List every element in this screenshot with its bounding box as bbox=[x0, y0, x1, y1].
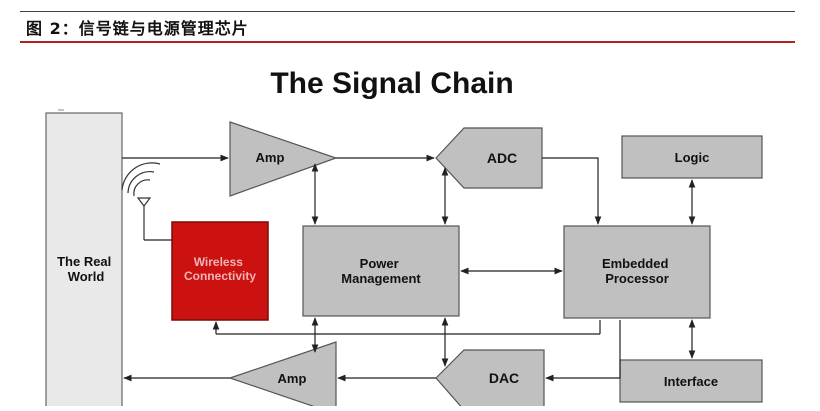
signal-chain-svg: The Signal Chain The Real World Wireless… bbox=[45, 67, 763, 411]
connectors bbox=[122, 154, 696, 382]
svg-text:The Real World: The Real World bbox=[57, 254, 115, 284]
arrow-processor-to-dac bbox=[545, 320, 621, 382]
interface-block: Interface bbox=[619, 359, 763, 403]
wireless-connectivity-block: Wireless Connectivity bbox=[171, 221, 269, 321]
figure-caption-bar: 图 2：信号链与电源管理芯片 bbox=[0, 0, 820, 44]
amp-top-label: Amp bbox=[256, 150, 285, 165]
adc-label: ADC bbox=[487, 150, 517, 166]
power-label-line2: Management bbox=[341, 271, 421, 286]
wireless-label-line1: Wireless bbox=[194, 255, 244, 269]
amp-bottom-label: Amp bbox=[278, 371, 307, 386]
real-world-block: The Real World bbox=[45, 109, 123, 409]
logic-label: Logic bbox=[675, 150, 710, 165]
embedded-processor-block: Embedded Processor bbox=[563, 225, 711, 319]
logic-block: Logic bbox=[621, 135, 763, 179]
amp-bottom-block: Amp bbox=[228, 341, 337, 411]
processor-label-line2: Processor bbox=[605, 271, 669, 286]
interface-label: Interface bbox=[664, 374, 718, 389]
amp-top-block: Amp bbox=[229, 121, 338, 197]
real-world-label-line1: The Real bbox=[57, 254, 111, 269]
dac-label: DAC bbox=[489, 370, 519, 386]
dac-block: DAC bbox=[435, 349, 545, 411]
svg-text:Wireless Connectivity: Wireless Connectivity bbox=[184, 255, 256, 283]
power-management-block: Power Management bbox=[302, 225, 460, 317]
real-world-label-line2: World bbox=[68, 269, 105, 284]
antenna-icon bbox=[121, 162, 161, 240]
arrow-adc-to-processor bbox=[542, 157, 602, 225]
diagram-title: The Signal Chain bbox=[270, 67, 513, 100]
adc-block: ADC bbox=[435, 127, 543, 189]
signal-chain-diagram: The Signal Chain The Real World Wireless… bbox=[0, 44, 820, 411]
caption-top-rule bbox=[20, 11, 795, 12]
wireless-label-line2: Connectivity bbox=[184, 269, 256, 283]
svg-text:Embedded Processor: Embedded Processor bbox=[602, 256, 672, 286]
power-label-line1: Power bbox=[360, 256, 399, 271]
figure-caption: 图 2：信号链与电源管理芯片 bbox=[26, 19, 249, 38]
processor-label-line1: Embedded bbox=[602, 256, 669, 271]
svg-text:Power Management: Power Management bbox=[341, 256, 421, 286]
caption-bottom-rule bbox=[20, 41, 795, 43]
